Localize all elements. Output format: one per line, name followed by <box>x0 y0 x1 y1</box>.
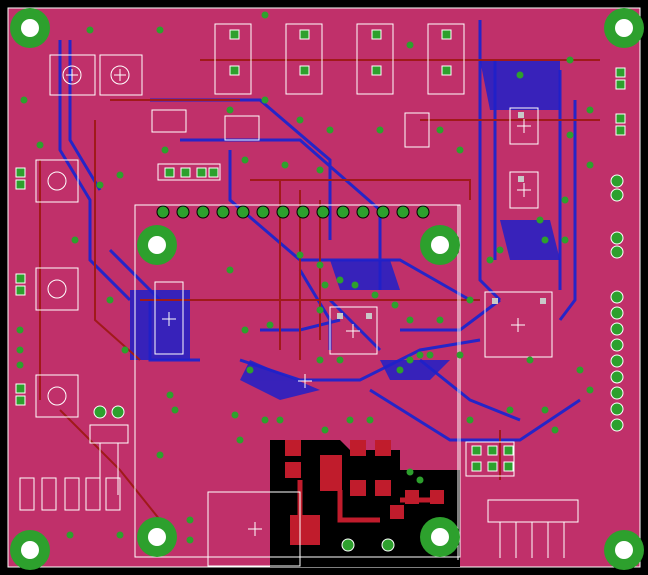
smd-pads <box>15 29 626 472</box>
crosshair-markers <box>66 69 531 536</box>
silkscreen-layer <box>19 23 579 567</box>
vias <box>16 11 594 544</box>
header-row-top <box>156 205 430 219</box>
top-copper-layer <box>39 59 600 521</box>
bottom-copper-zones <box>130 60 560 400</box>
power-pads <box>285 440 444 545</box>
header-row-right <box>93 174 624 552</box>
mounting-holes <box>10 8 644 570</box>
ic-pin-pads <box>337 112 546 319</box>
